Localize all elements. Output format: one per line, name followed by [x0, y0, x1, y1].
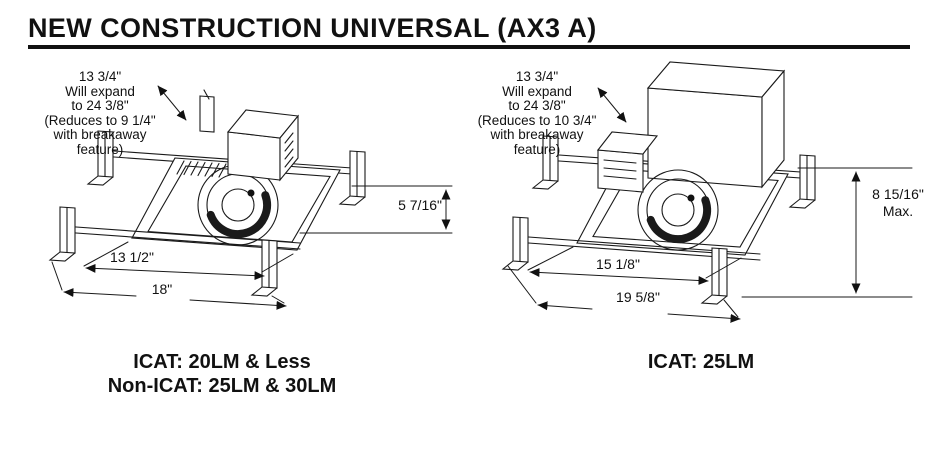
title-rule: [28, 45, 910, 49]
note-line: feature): [76, 141, 124, 157]
left-outer-width-dimension-label: 18": [151, 281, 173, 297]
width-dimension-outer: [51, 261, 287, 310]
vent-slots: [176, 160, 227, 178]
left-expansion-note: 13 3/4" Will expand to 24 3/8" (Reduces …: [33, 69, 167, 158]
plenum-box: [646, 61, 786, 189]
left-height-dimension-label: 5 7/16": [398, 197, 442, 213]
left-dimensions: [51, 85, 453, 310]
caption-line: ICAT: 25LM: [647, 351, 755, 373]
junction-box: [226, 109, 300, 182]
right-expansion-note: 13 3/4" Will expand to 24 3/8" (Reduces …: [467, 69, 607, 158]
height-dimension: [299, 185, 453, 234]
expansion-arrow: [157, 85, 187, 121]
note-line: Will expand: [65, 83, 135, 99]
width-dimension-inner: [527, 246, 742, 286]
right-height-dimension-label: 8 15/16" Max.: [862, 186, 934, 220]
expansion-arrow: [597, 87, 627, 123]
left-inner-width-dimension-label: 13 1/2": [110, 249, 154, 265]
page-title: NEW CONSTRUCTION UNIVERSAL (AX3 A): [28, 13, 597, 43]
breakaway-tab: [199, 89, 215, 133]
note-line: to 24 3/8": [508, 98, 566, 114]
left-caption: ICAT: 20LM & Less Non-ICAT: 25LM & 30LM: [62, 350, 382, 398]
lamp-aperture: [637, 169, 719, 251]
mounting-bracket: [48, 206, 76, 262]
dimension-line: Max.: [882, 203, 914, 219]
right-fixture: [501, 61, 816, 305]
junction-box: [596, 131, 659, 193]
mounting-bracket: [700, 247, 728, 305]
caption-line: ICAT: 20LM & Less: [133, 351, 311, 373]
mounting-bracket: [531, 135, 559, 190]
note-line: feature): [513, 141, 561, 157]
width-dimension-outer: [507, 265, 741, 323]
width-dimension-inner: [83, 241, 294, 281]
note-line: with breakaway: [490, 127, 584, 143]
right-outer-width-dimension-label: 19 5/8": [616, 289, 660, 305]
note-line: with breakaway: [53, 127, 147, 143]
front-hanger-bar: [61, 225, 301, 250]
mounting-bracket: [250, 239, 278, 297]
mounting-bracket: [788, 154, 816, 209]
right-caption: ICAT: 25LM: [561, 350, 841, 374]
note-line: (Reduces to 9 1/4": [44, 112, 156, 128]
mounting-bracket: [86, 130, 114, 186]
right-inner-width-dimension-label: 15 1/8": [596, 256, 640, 272]
dimension-line: 8 15/16": [872, 186, 924, 202]
mounting-bracket: [338, 150, 366, 206]
note-line: 13 3/4": [78, 69, 122, 84]
height-dimension: [741, 167, 913, 298]
note-line: to 24 3/8": [71, 98, 129, 114]
caption-line: Non-ICAT: 25LM & 30LM: [107, 375, 337, 397]
note-line: Will expand: [502, 83, 572, 99]
note-line: (Reduces to 10 3/4": [477, 112, 597, 128]
right-dimensions: [507, 87, 913, 323]
note-line: 13 3/4": [515, 69, 559, 84]
mounting-bracket: [501, 216, 529, 271]
